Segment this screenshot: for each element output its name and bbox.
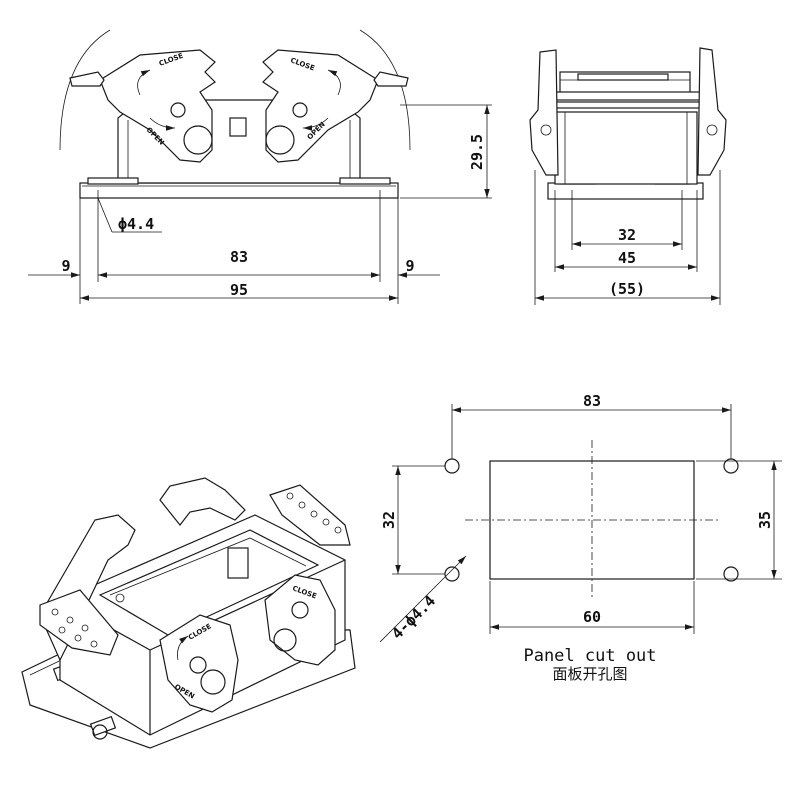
cutout-holes-dim: 4-ϕ4.4 [388, 592, 439, 643]
side-middle-dim: 45 [618, 249, 636, 267]
cutout-caption-zh: 面板开孔图 [552, 665, 627, 683]
cutout-hole-bottom-left [444, 566, 460, 582]
side-view: 32 45 (55) [529, 47, 727, 305]
front-right-margin-dim: 9 [405, 257, 414, 275]
cutout-caption-en: Panel cut out [523, 646, 656, 666]
cutout-height-dim: 35 [756, 511, 774, 529]
cutout-hole-bottom-right [723, 566, 739, 582]
side-inner-dim: 32 [618, 226, 636, 244]
front-left-margin-dim: 9 [61, 257, 70, 275]
cutout-hole-spacing-dim: 83 [583, 392, 601, 410]
front-right-lever [262, 49, 379, 163]
front-view: CLOSE OPEN CLOSE OPEN 29.5 ϕ4.4 9 83 9 [28, 29, 492, 304]
front-base-plate [79, 182, 399, 199]
front-height-dim: 29.5 [468, 134, 486, 170]
side-base-plate [547, 182, 704, 200]
front-left-lever [99, 49, 216, 163]
panel-cutout-view: 83 32 35 60 4-ϕ4.4 Panel cut out 面板开孔图 [379, 392, 782, 683]
front-total-dim: 95 [230, 281, 248, 299]
cutout-width-dim: 60 [583, 608, 601, 626]
cutout-hole-top-left [444, 458, 460, 474]
front-hole-dim: ϕ4.4 [118, 215, 154, 233]
side-outer-dim: (55) [609, 280, 645, 298]
front-spacing-dim: 83 [230, 248, 248, 266]
side-housing [554, 111, 698, 185]
cutout-hole-vertical-dim: 32 [380, 511, 398, 529]
iso-right-lever [264, 574, 336, 666]
isometric-view: CLOSE CLOSE OPEN [21, 477, 356, 749]
